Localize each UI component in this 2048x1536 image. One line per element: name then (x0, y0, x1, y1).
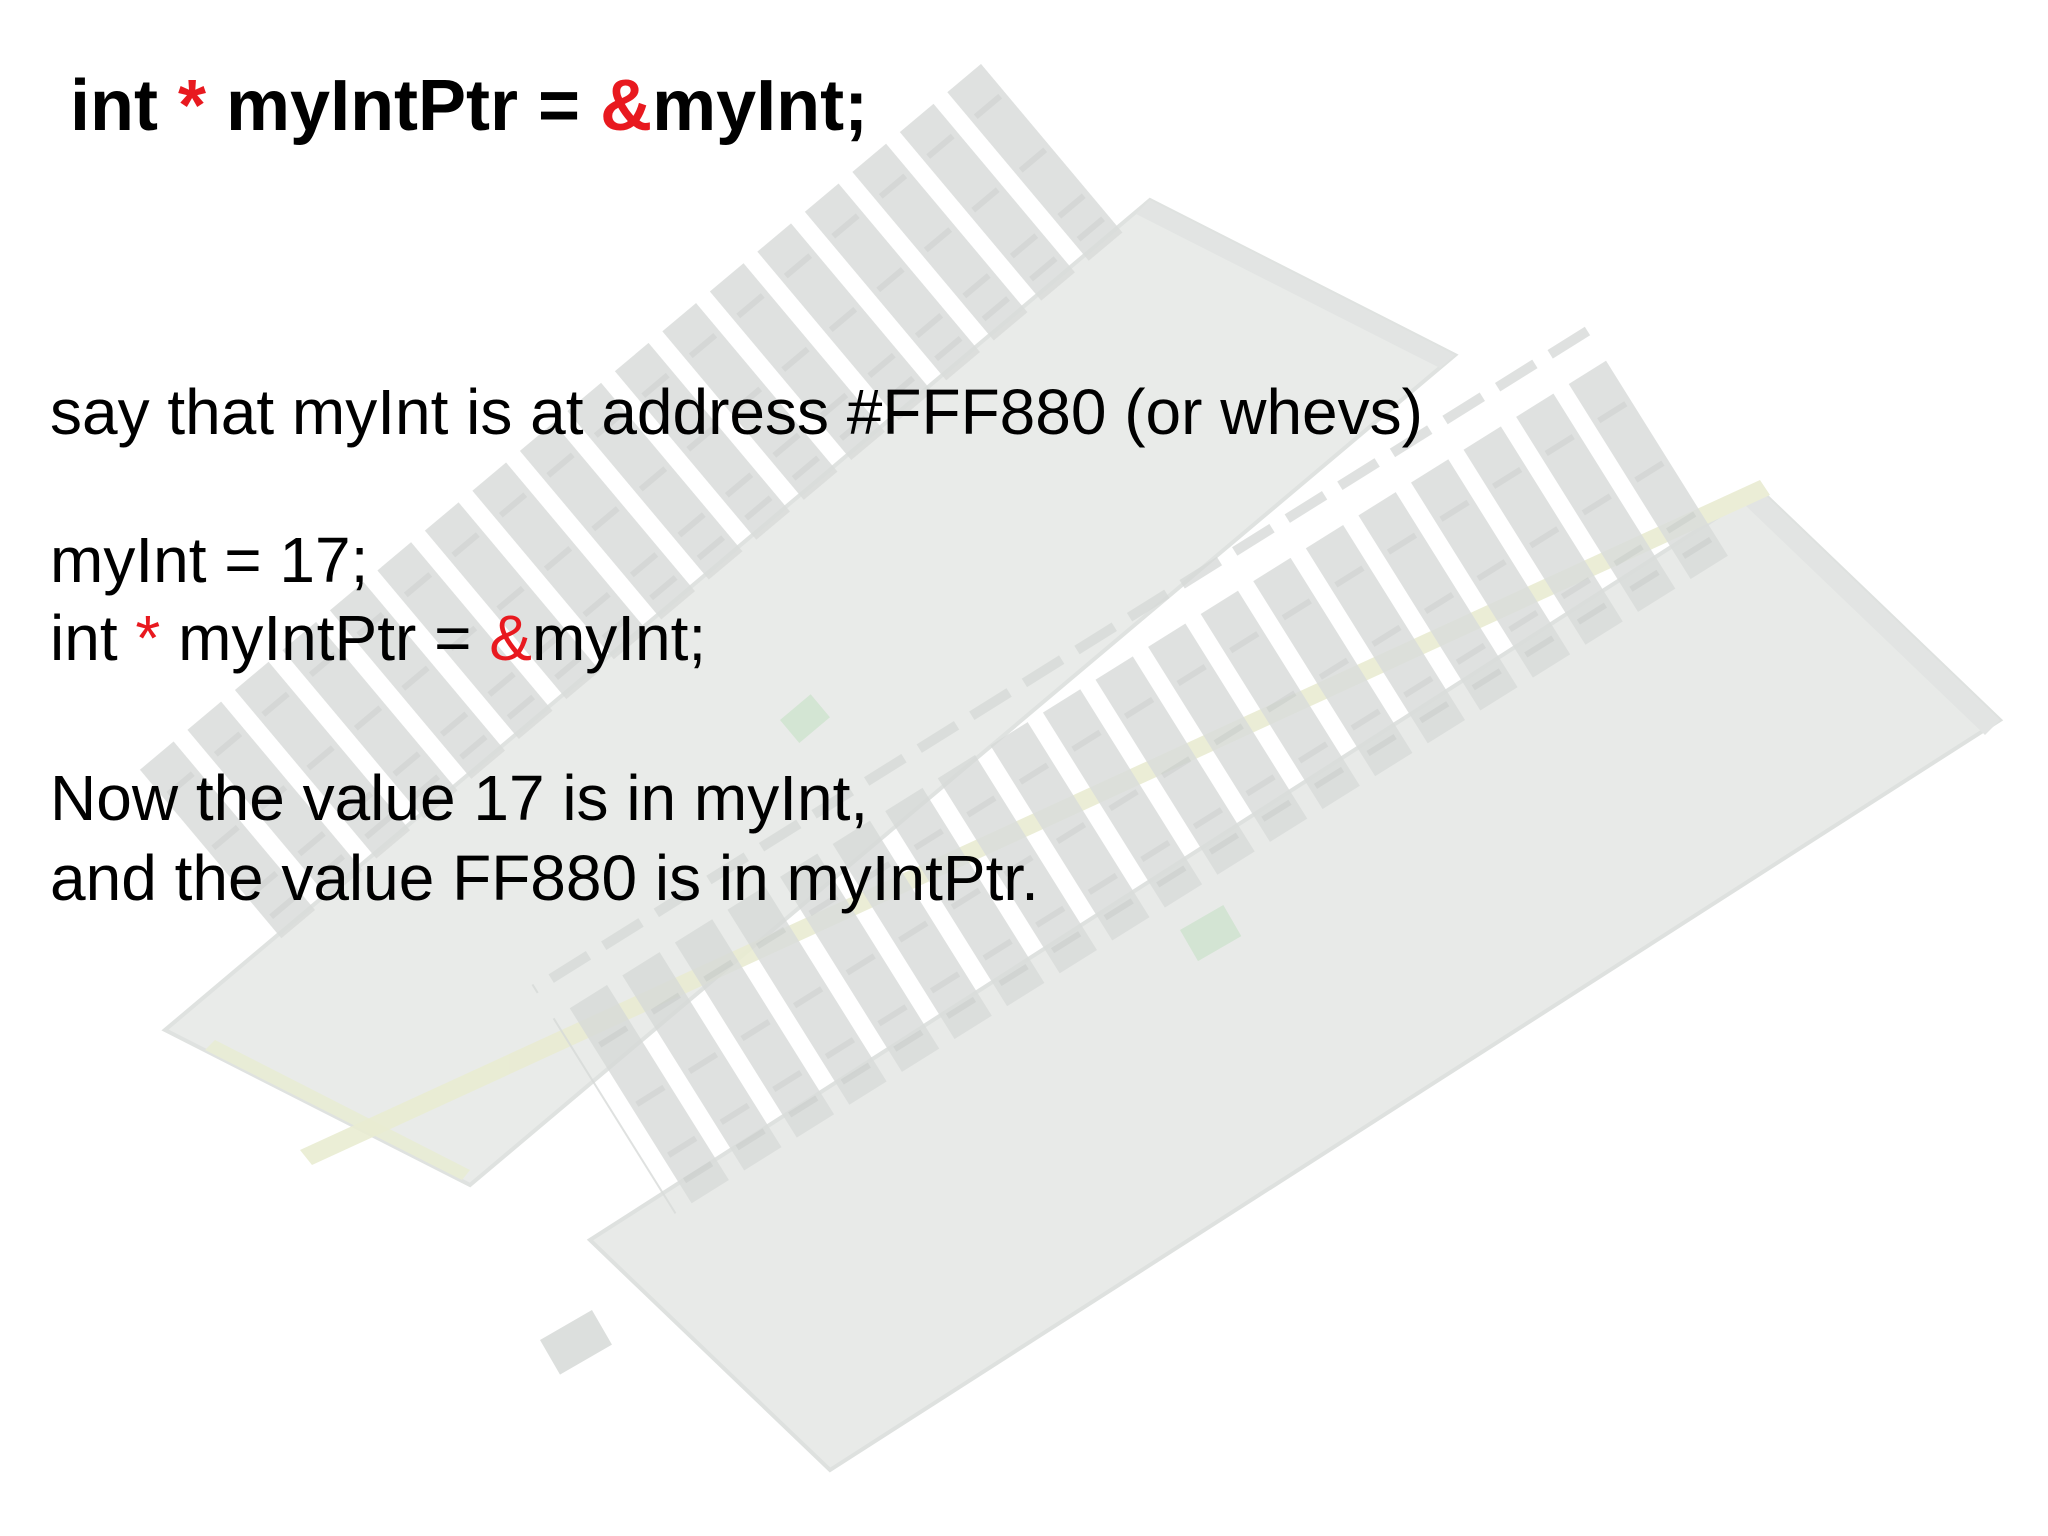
now-line: Now the value 17 is in myInt, (50, 762, 869, 834)
address-of-operator: & (600, 66, 653, 146)
address-of-operator: & (489, 602, 532, 674)
decl-var: myIntPtr = (160, 602, 490, 674)
decl-type: int (50, 602, 136, 674)
assign-line: myInt = 17; (50, 524, 369, 596)
title-var: myIntPtr = (206, 66, 601, 146)
slide-title: int * myIntPtr = &myInt; (70, 70, 868, 142)
title-target: myInt; (652, 66, 869, 146)
title-type: int (70, 66, 178, 146)
address-line: say that myInt is at address #FFF880 (or… (50, 376, 1423, 448)
pointer-star: * (177, 66, 206, 146)
pointer-star: * (135, 602, 161, 674)
and-line: and the value FF880 is in myIntPtr. (50, 842, 1039, 914)
decl-target: myInt; (531, 602, 707, 674)
declaration-line: int * myIntPtr = &myInt; (50, 606, 706, 670)
